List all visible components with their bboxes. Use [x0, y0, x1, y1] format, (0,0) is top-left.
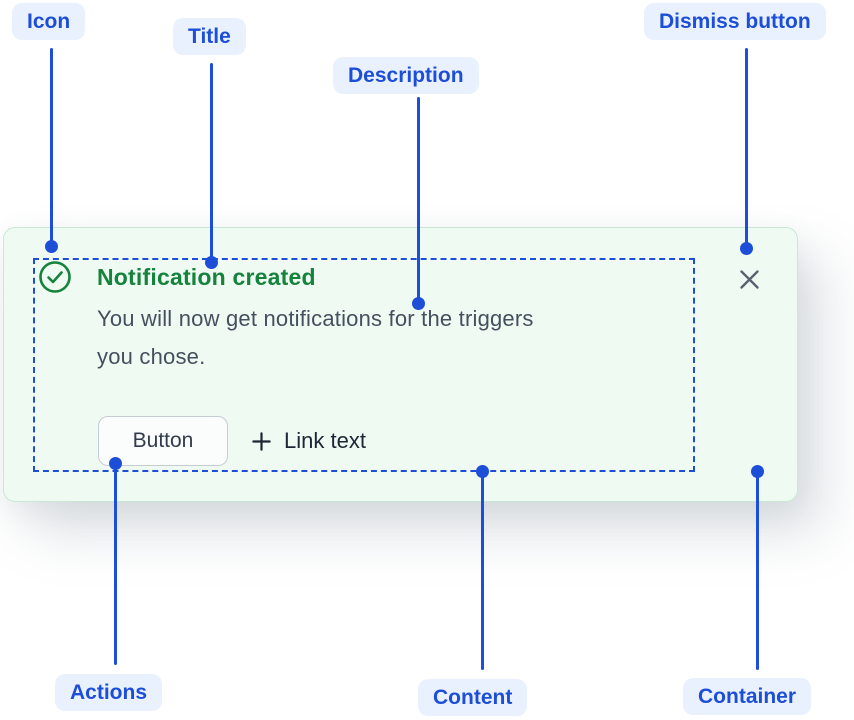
annotation-label-container: Container	[683, 678, 812, 715]
description-connector-dot	[412, 297, 425, 310]
notification-title: Notification created	[97, 264, 316, 290]
title-connector-dot	[205, 256, 218, 269]
description-line-1: You will now get notifications for the t…	[97, 306, 534, 331]
icon-connector-line	[50, 48, 53, 246]
notification-content-region	[33, 258, 695, 472]
content-connector-dot	[476, 465, 489, 478]
icon-connector-dot	[45, 240, 58, 253]
dismiss-button[interactable]	[732, 262, 766, 296]
action-link-label: Link text	[284, 428, 366, 453]
success-check-circle-icon	[38, 260, 72, 294]
annotation-label-dismiss-button: Dismiss button	[644, 3, 826, 40]
dismiss-connector-line	[745, 48, 748, 248]
container-connector-line	[756, 472, 759, 670]
description-line-2: you chose.	[97, 344, 206, 369]
title-connector-line	[210, 63, 213, 262]
annotation-label-content: Content	[418, 679, 528, 716]
actions-connector-dot	[109, 457, 122, 470]
notification-actions: Button Link text	[98, 416, 366, 466]
content-connector-line	[481, 472, 484, 670]
description-connector-line	[417, 97, 420, 303]
dismiss-connector-dot	[740, 242, 753, 255]
container-connector-dot	[751, 465, 764, 478]
notification-container: Notification created You will now get no…	[3, 227, 798, 502]
notification-description: You will now get notifications for the t…	[97, 300, 534, 376]
close-icon	[739, 269, 759, 289]
annotation-label-actions: Actions	[55, 674, 163, 711]
action-link[interactable]: Link text	[250, 428, 366, 454]
annotation-label-title: Title	[173, 18, 246, 55]
actions-connector-line	[114, 463, 117, 665]
annotation-label-description: Description	[333, 57, 479, 94]
annotation-label-icon: Icon	[12, 3, 86, 40]
plus-icon	[252, 431, 271, 451]
